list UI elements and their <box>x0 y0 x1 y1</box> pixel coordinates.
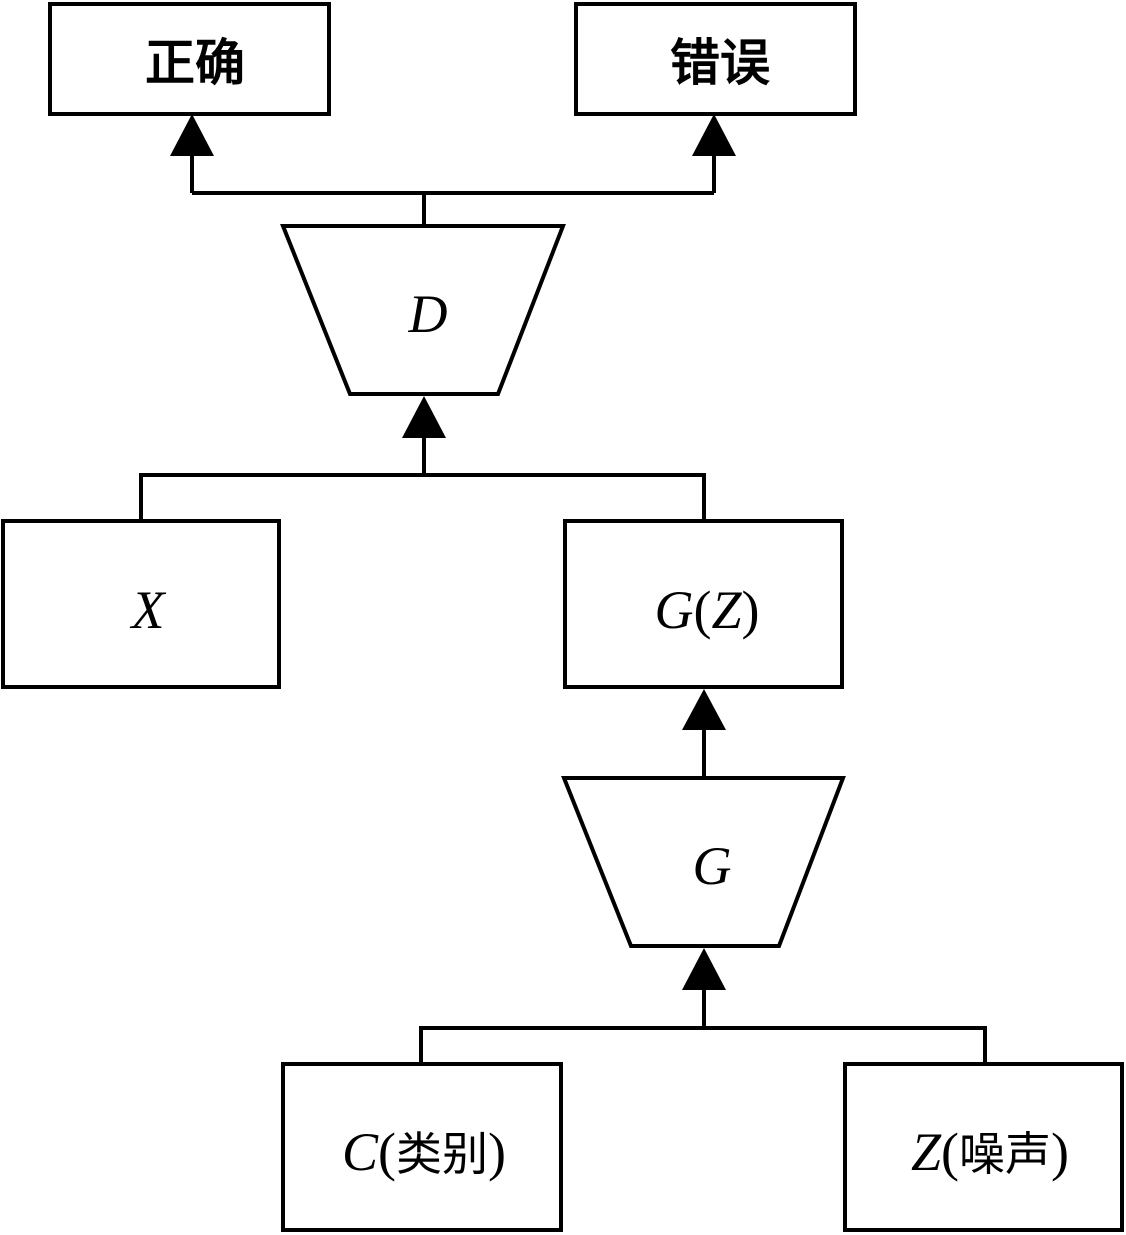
discriminator-label: D <box>408 284 448 344</box>
noise-var: Z <box>911 1122 942 1182</box>
real-data-label: X <box>130 580 167 640</box>
class-input-label: C(类别) <box>342 1122 506 1182</box>
generator-output-connector <box>682 689 726 778</box>
correct-output-label: 正确 <box>145 34 245 92</box>
noise-text: 噪声 <box>959 1127 1051 1181</box>
generated-open-paren: ( <box>693 580 711 640</box>
class-var: C <box>342 1122 379 1182</box>
generated-data-label: G(Z) <box>654 580 759 640</box>
discriminator-input-connector <box>139 396 706 521</box>
generated-arg: Z <box>711 580 742 640</box>
real-data-box <box>1 519 281 689</box>
wrong-output-box <box>574 2 857 116</box>
correct-output-box <box>48 2 331 116</box>
generator-block <box>561 776 846 948</box>
class-close-paren: ) <box>488 1122 506 1182</box>
generated-close-paren: ) <box>742 580 760 640</box>
generator-label: G <box>693 836 732 896</box>
generator-input-connector <box>419 948 987 1064</box>
wrong-output-label: 错误 <box>670 34 770 92</box>
generator-input-arrowhead <box>682 948 726 990</box>
noise-open-paren: ( <box>941 1122 959 1182</box>
generated-func: G <box>654 580 693 640</box>
discriminator-output-connector <box>170 114 736 226</box>
noise-input-box <box>843 1062 1124 1232</box>
wrong-arrowhead <box>692 114 736 156</box>
generator-output-arrowhead <box>682 689 726 730</box>
correct-arrowhead <box>170 114 214 156</box>
class-open-paren: ( <box>378 1122 396 1182</box>
class-input-box <box>281 1062 563 1232</box>
discriminator-block <box>280 224 566 396</box>
discriminator-input-arrowhead <box>402 396 446 438</box>
class-text: 类别 <box>396 1127 488 1181</box>
noise-close-paren: ) <box>1051 1122 1069 1182</box>
generated-data-box <box>563 519 844 689</box>
noise-input-label: Z(噪声) <box>911 1122 1069 1182</box>
